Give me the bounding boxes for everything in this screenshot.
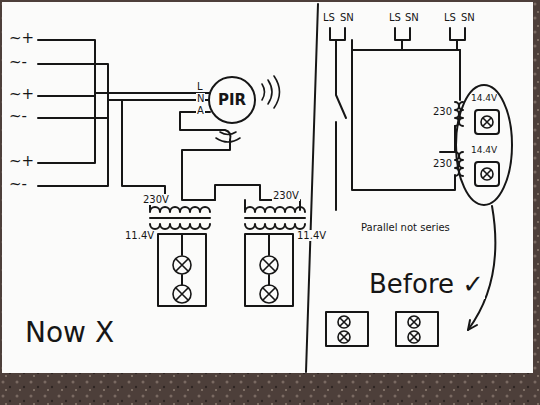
voltage-label: 230 xyxy=(432,106,453,117)
voltage-label: 230 xyxy=(432,158,453,169)
sketch-stroke xyxy=(475,110,499,134)
paper-sheet xyxy=(2,2,533,373)
sketch-stroke xyxy=(150,224,210,229)
lamp-symbols xyxy=(173,116,493,343)
supply-label: ~- xyxy=(8,54,28,71)
sketch-stroke xyxy=(338,316,350,328)
terminal-label: SN xyxy=(404,12,420,23)
note-text: Parallel not series xyxy=(360,222,451,233)
sketch-stroke xyxy=(410,333,418,341)
sketch-stroke xyxy=(440,126,455,152)
terminal-label: LS xyxy=(322,12,336,23)
sketch-stroke xyxy=(456,85,512,205)
sketch-stroke xyxy=(263,288,275,300)
sketch-stroke xyxy=(216,132,240,142)
voltage-label: 11.4V xyxy=(124,230,155,241)
sketch-stroke xyxy=(38,118,108,186)
sketch-stroke xyxy=(338,331,350,343)
terminal-label: SN xyxy=(339,12,355,23)
sketch-stroke xyxy=(260,285,278,303)
sketch-stroke xyxy=(245,207,305,212)
sketch-stroke xyxy=(396,312,438,346)
sketch-stroke xyxy=(483,170,491,178)
sketch-stroke xyxy=(38,95,95,97)
sketch-stroke xyxy=(245,224,305,229)
sketch-stroke xyxy=(38,93,95,163)
sketch-stroke xyxy=(468,206,495,330)
sketch-stroke xyxy=(260,256,278,274)
terminal-label: LS xyxy=(443,12,457,23)
supply-label: ~+ xyxy=(8,153,35,170)
pin-label: A xyxy=(196,105,205,116)
sketch-stroke xyxy=(408,331,420,343)
pin-label: N xyxy=(196,93,205,104)
voltage-label: 230V xyxy=(272,190,300,201)
sketch-stroke xyxy=(176,259,188,271)
sketch-stroke xyxy=(107,100,109,118)
sensor-circle: PIR xyxy=(208,76,256,124)
sketch-stroke xyxy=(410,318,418,326)
sketch-stroke xyxy=(262,76,280,108)
sketch-stroke xyxy=(468,320,477,330)
sketch-stroke xyxy=(173,285,191,303)
voltage-label: 230V xyxy=(142,194,170,205)
supply-label: ~+ xyxy=(8,86,35,103)
supply-label: ~- xyxy=(8,176,28,193)
sketch-stroke xyxy=(475,162,499,186)
sketch-stroke xyxy=(481,116,493,128)
sketch-stroke xyxy=(483,118,491,126)
sketch-stroke xyxy=(340,333,348,341)
voltage-label: 14.4V xyxy=(470,146,498,156)
voltage-label: 11.4V xyxy=(296,230,327,241)
ink-lines xyxy=(38,4,512,372)
sketch-stroke xyxy=(336,40,346,210)
pin-label: L xyxy=(196,81,204,92)
terminal-label: SN xyxy=(460,12,476,23)
terminal-label: LS xyxy=(388,12,402,23)
sketch-stroke xyxy=(352,40,460,50)
sketch-stroke xyxy=(215,185,300,210)
sketch-stroke xyxy=(180,112,230,190)
voltage-label: 14.4V xyxy=(470,94,498,104)
sketch-stroke xyxy=(330,28,465,40)
sketch-stroke xyxy=(38,117,108,119)
sketch-stroke xyxy=(150,217,305,219)
sketch-stroke xyxy=(173,256,191,274)
sketch-stroke xyxy=(306,4,318,372)
sketch-stroke xyxy=(408,316,420,328)
sketch-stroke xyxy=(38,64,210,100)
sketch-stroke xyxy=(352,50,455,190)
sketch-stroke xyxy=(326,312,368,346)
status-note: Now X xyxy=(24,318,115,349)
sketch-stroke xyxy=(182,234,269,285)
sketch-stroke xyxy=(176,288,188,300)
sketch-stroke xyxy=(122,100,165,200)
sketch-stroke xyxy=(182,190,215,200)
sketch-stroke xyxy=(263,259,275,271)
sketch-stroke xyxy=(340,318,348,326)
supply-label: ~- xyxy=(8,108,28,125)
sketch-stroke xyxy=(481,168,493,180)
supply-label: ~+ xyxy=(8,30,35,47)
status-note: Before ✓ xyxy=(368,270,485,299)
node-text: PIR xyxy=(218,91,246,109)
sketch-stroke xyxy=(459,50,461,100)
sketch-stroke xyxy=(150,207,210,212)
sketch-stroke xyxy=(38,40,210,93)
